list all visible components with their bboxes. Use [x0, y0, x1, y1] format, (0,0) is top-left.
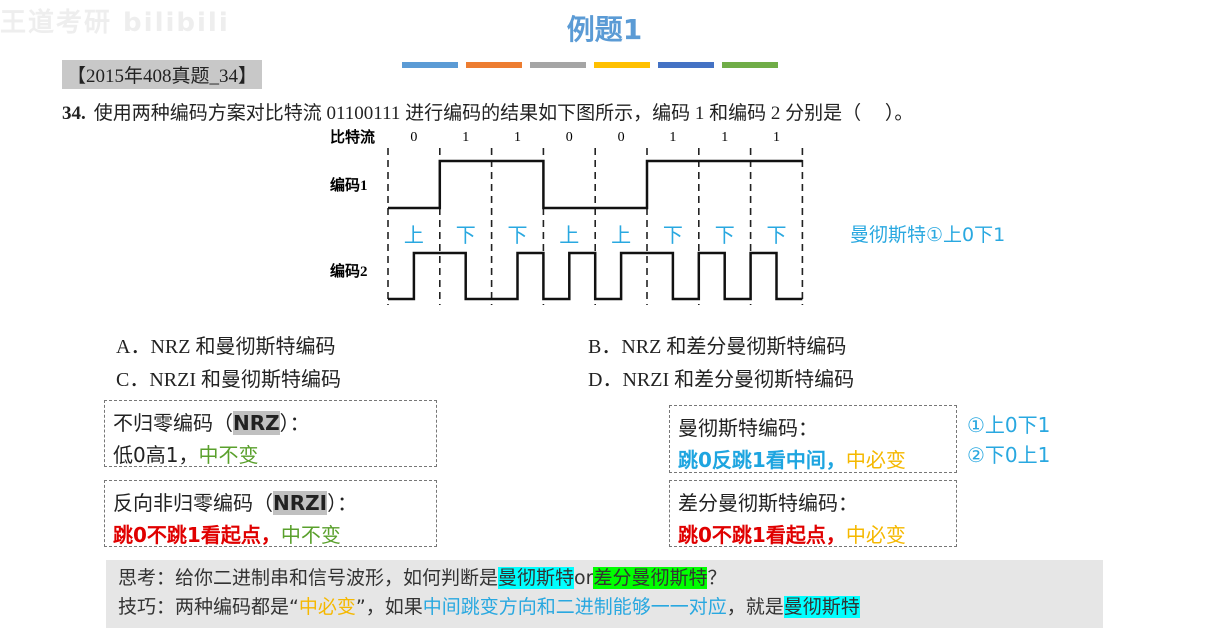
code2-label: 编码2 — [330, 262, 368, 280]
manchester-rules: ①上0下1 ②下0上1 — [967, 410, 1050, 470]
tip-answer: 曼彻斯特 — [783, 596, 860, 618]
question: 34. 使用两种编码方案对比特流 01100111 进行编码的结果如下图所示，编码… — [62, 98, 913, 125]
nrz-abbr: NRZ — [233, 411, 280, 435]
nrzi-rule: 跳0不跳1看起点， — [113, 523, 281, 547]
nrz-mid: 中不变 — [198, 443, 259, 467]
tip-cond: 中间跳变方向和二进制能够一一对应 — [422, 596, 727, 618]
accent-bar — [594, 62, 650, 68]
think-box: 思考：给你二进制串和信号波形，如何判断是曼彻斯特or差分曼彻斯特？ 技巧：两种编… — [106, 560, 1103, 628]
manchester-rule: 跳0反跳1看中间， — [678, 448, 846, 472]
nrzi-colon: ）： — [327, 491, 358, 515]
bit-value: 1 — [773, 130, 780, 145]
direction-label: 下 — [767, 225, 787, 247]
qmark: ？ — [707, 567, 727, 589]
question-text: 使用两种编码方案对比特流 01100111 进行编码的结果如下图所示，编码 1 … — [93, 103, 914, 124]
tip-then: ，就是 — [726, 596, 784, 618]
manchester-title: 曼彻斯特编码： — [678, 416, 818, 440]
exam-tag: 【2015年408真题_34】 — [62, 60, 263, 89]
diff-manchester-mid: 中必变 — [845, 523, 906, 547]
bit-label: 比特流 — [330, 128, 375, 146]
bit-value: 0 — [566, 130, 573, 145]
direction-label: 下 — [663, 225, 683, 247]
rule-1: ①上0下1 — [967, 413, 1051, 437]
manchester-mid: 中必变 — [845, 448, 906, 472]
nrz-title: 不归零编码（ — [113, 411, 233, 435]
accent-bar — [658, 62, 714, 68]
nrzi-title: 反向非归零编码（ — [113, 491, 273, 515]
diff-manchester-rule: 跳0不跳1看起点， — [678, 523, 846, 547]
nrzi-note: 反向非归零编码（NRZI）： 跳0不跳1看起点，中不变 — [104, 480, 437, 547]
direction-label: 上 — [611, 224, 631, 247]
rule-2: ②下0上1 — [967, 443, 1051, 467]
option-a: A．NRZ 和曼彻斯特编码 — [116, 336, 336, 358]
hl-manchester: 曼彻斯特 — [498, 567, 575, 589]
slide-title: 例题1 — [566, 13, 643, 46]
tip: 技巧：两种编码都是“ — [118, 596, 299, 618]
bit-value: 0 — [618, 130, 625, 145]
tip-mid: 中必变 — [298, 596, 356, 618]
bit-value: 1 — [669, 130, 676, 145]
code1-label: 编码1 — [330, 176, 368, 194]
nrz-colon: ）： — [279, 411, 310, 435]
nrzi-abbr: NRZI — [273, 491, 328, 515]
direction-label: 上 — [559, 224, 579, 247]
hl-diff: 差分曼彻斯特 — [593, 567, 708, 589]
direction-label: 上 — [404, 224, 424, 247]
manchester-note: 曼彻斯特①上0下1 — [850, 224, 1005, 246]
accent-bar — [722, 62, 778, 68]
or: or — [574, 567, 594, 589]
accent-bar — [402, 62, 458, 68]
accent-bar — [466, 62, 522, 68]
think-q: 思考：给你二进制串和信号波形，如何判断是 — [118, 567, 499, 589]
nrz-rule: 低0高1， — [113, 443, 199, 467]
option-d: D．NRZI 和差分曼彻斯特编码 — [588, 369, 855, 391]
option-b: B．NRZ 和差分曼彻斯特编码 — [588, 336, 847, 358]
direction-label: 下 — [715, 225, 735, 247]
bit-value: 0 — [410, 130, 417, 145]
tip-if: ”，如果 — [355, 596, 423, 618]
manchester-box: 曼彻斯特编码： 跳0反跳1看中间，中必变 — [669, 405, 957, 473]
bit-value: 1 — [462, 130, 469, 145]
diff-manchester-title: 差分曼彻斯特编码： — [678, 491, 858, 515]
watermark: 王道考研 bilibili — [0, 8, 230, 38]
diff-manchester-box: 差分曼彻斯特编码： 跳0不跳1看起点，中必变 — [669, 480, 957, 547]
option-c: C．NRZI 和曼彻斯特编码 — [116, 369, 341, 391]
accent-bars — [402, 62, 778, 68]
bit-value: 1 — [721, 130, 728, 145]
bit-value: 1 — [514, 130, 521, 145]
code1-waveform — [388, 159, 803, 210]
question-number: 34. — [62, 103, 86, 124]
accent-bar — [530, 62, 586, 68]
direction-label: 下 — [508, 225, 528, 247]
direction-label: 下 — [456, 225, 476, 247]
waveform-diagram: 比特流 编码1 编码2 曼彻斯特①上0下1 0 1 1 0 0 1 1 1 上 下 下 上 上 下 下 下 — [330, 128, 1005, 305]
nrz-note: 不归零编码（NRZ）： 低0高1，中不变 — [104, 400, 437, 467]
nrzi-mid: 中不变 — [280, 523, 341, 547]
code2-waveform — [388, 251, 803, 301]
